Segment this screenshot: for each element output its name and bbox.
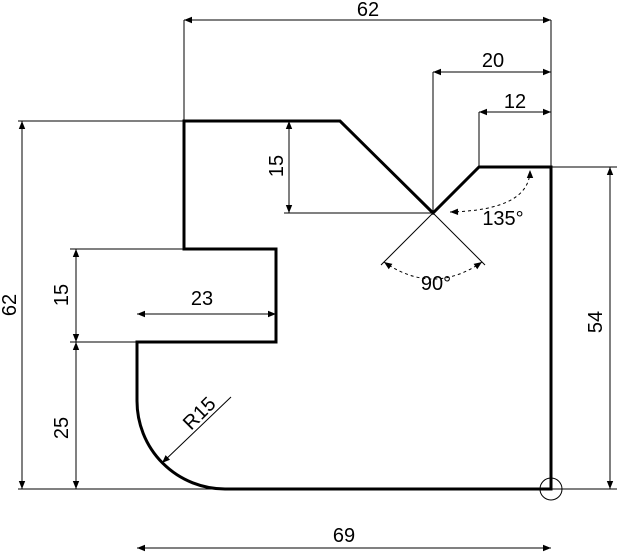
part-outline	[135, 119, 553, 491]
radius-leader	[161, 396, 232, 464]
label-62-left: 62	[0, 294, 21, 316]
label-135: 135°	[482, 208, 523, 230]
v-construct-left	[380, 212, 434, 266]
label-25: 25	[51, 417, 73, 439]
label-20: 20	[482, 50, 504, 72]
origin-marker	[539, 477, 563, 501]
angle-arc-135	[449, 169, 534, 215]
label-62-top: 62	[357, 0, 379, 21]
label-15-depth: 15	[266, 155, 288, 177]
label-54: 54	[585, 311, 607, 333]
label-15-step: 15	[51, 284, 73, 306]
angle-arc-90	[383, 261, 483, 280]
label-69: 69	[333, 525, 355, 547]
label-23: 23	[191, 288, 213, 310]
label-r15: R15	[179, 393, 221, 435]
v-construct-right	[432, 212, 486, 266]
label-90: 90°	[421, 273, 451, 295]
label-12: 12	[504, 91, 526, 113]
